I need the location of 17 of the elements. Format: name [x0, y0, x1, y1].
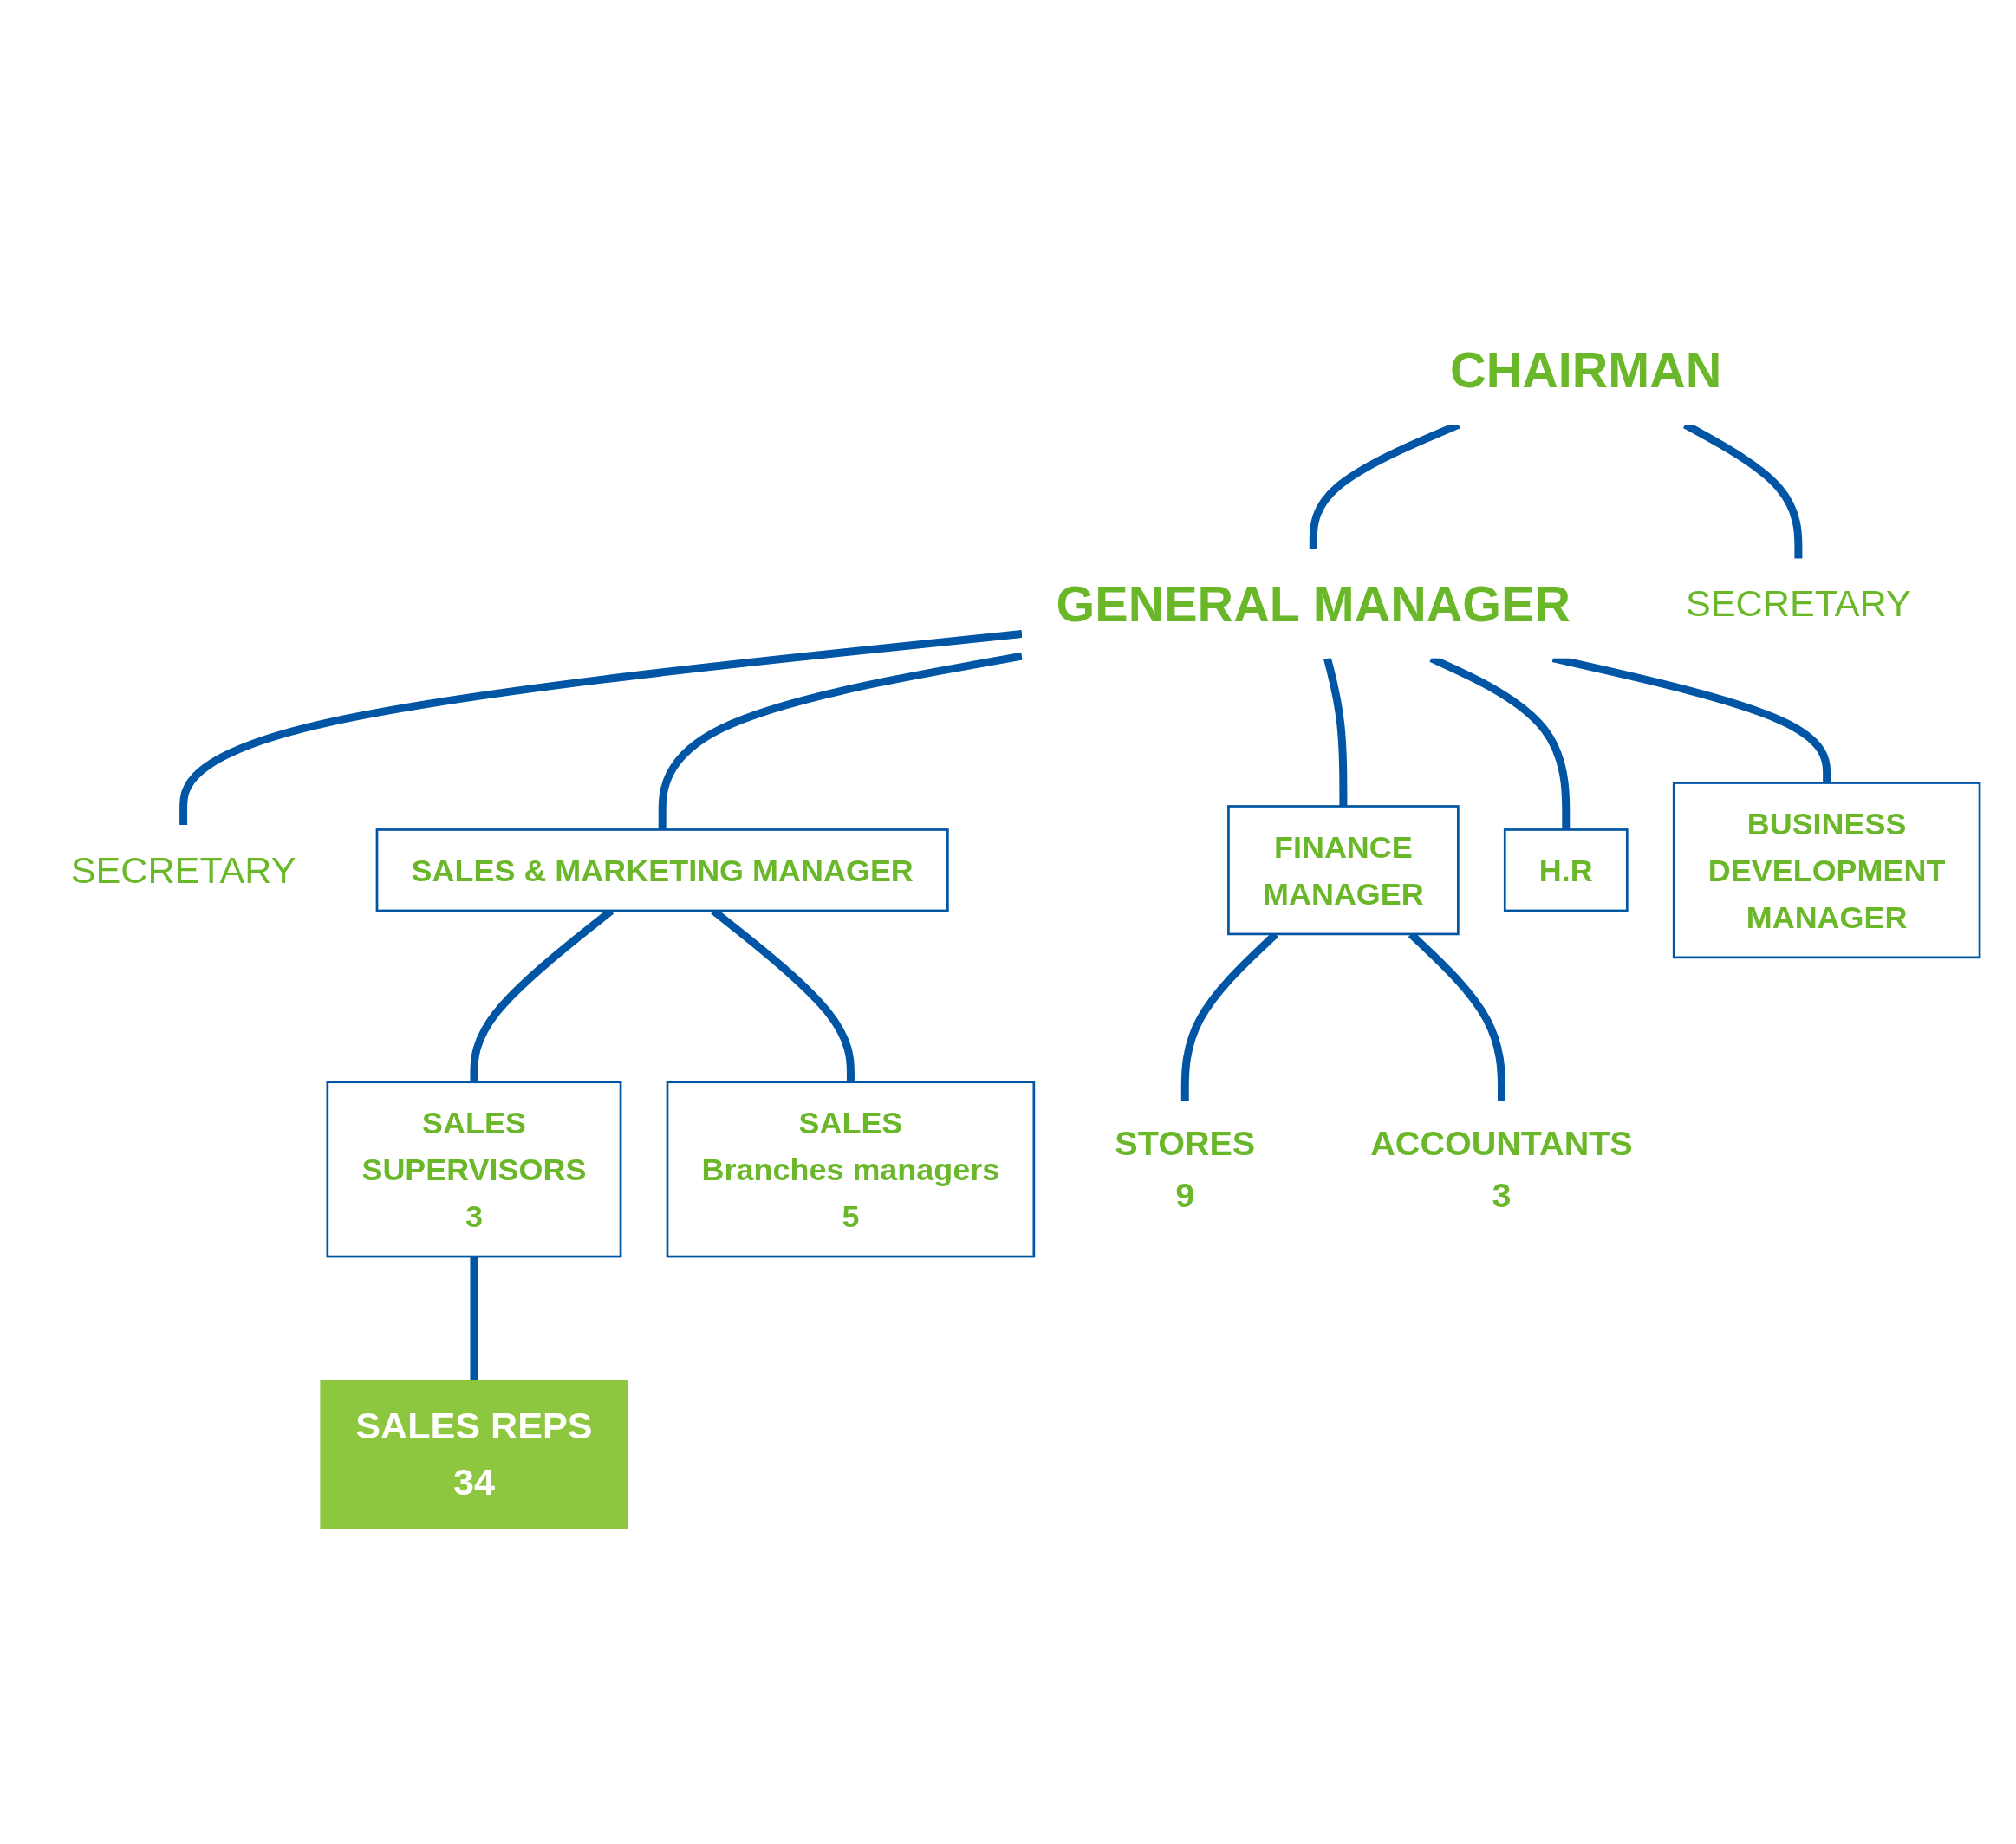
- connector: [470, 1256, 478, 1382]
- node-box: SALES Branches managers 5: [666, 1081, 1036, 1258]
- node-box: BUSINESS DEVELOPMENT MANAGER: [1672, 782, 1981, 959]
- node-text: SECRETARY: [70, 849, 296, 892]
- node-text: STORES 9: [1115, 1124, 1256, 1215]
- connector: [658, 653, 1023, 830]
- node-text: CHAIRMAN: [1450, 342, 1722, 399]
- node-text: SECRETARY: [1685, 582, 1911, 625]
- node-box: SALES REPS 34: [320, 1380, 628, 1529]
- node-box: SALES SUPERVISORS 3: [326, 1081, 622, 1258]
- node-text: ACCOUNTANTS 3: [1370, 1124, 1633, 1215]
- node-box: SALES & MARKETING MANAGER: [375, 828, 949, 912]
- node-box: FINANCE MANAGER: [1227, 805, 1460, 936]
- node-box: H.R: [1503, 828, 1629, 912]
- connector: [1323, 658, 1348, 807]
- connector: [179, 630, 1023, 826]
- node-text: GENERAL MANAGER: [1056, 575, 1571, 633]
